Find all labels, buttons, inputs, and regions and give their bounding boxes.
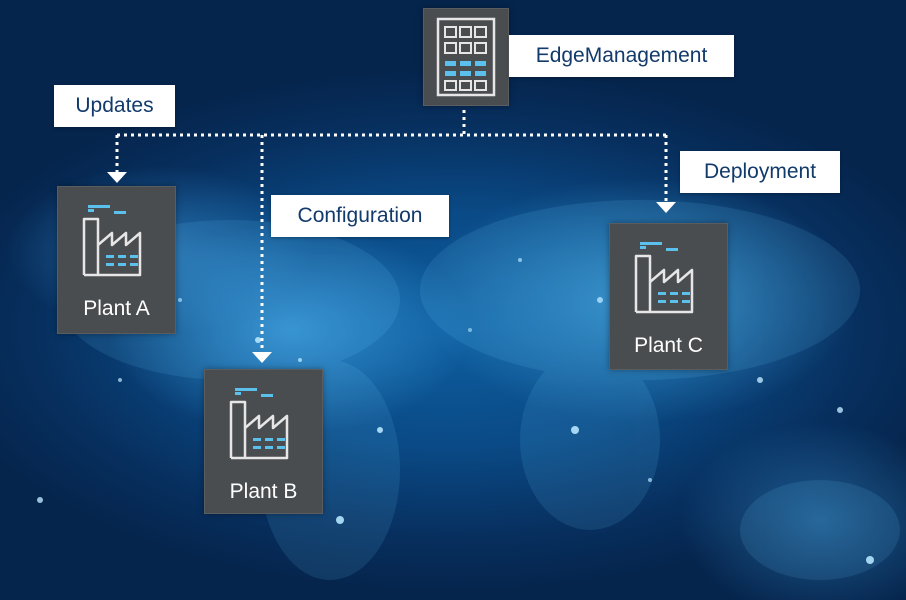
plant-b-label: Plant B	[229, 480, 298, 503]
edge-management-label: EdgeManagement	[509, 35, 734, 77]
plant-a-node: Plant A	[57, 186, 176, 334]
server-grid-icon	[436, 17, 496, 97]
city-lights	[37, 258, 874, 564]
factory-icon	[82, 205, 142, 277]
updates-label: Updates	[54, 85, 175, 127]
plant-c-label: Plant C	[634, 334, 703, 357]
factory-icon	[634, 242, 694, 314]
updates-arrowhead	[107, 172, 127, 183]
factory-icon	[229, 388, 289, 460]
deployment-label: Deployment	[680, 151, 840, 193]
deployment-arrowhead	[656, 202, 676, 213]
configuration-arrowhead	[252, 352, 272, 363]
plant-a-label: Plant A	[83, 297, 150, 320]
edge-management-hub	[423, 8, 509, 106]
plant-b-node: Plant B	[204, 369, 323, 514]
configuration-label: Configuration	[271, 195, 449, 237]
plant-c-node: Plant C	[609, 223, 728, 370]
